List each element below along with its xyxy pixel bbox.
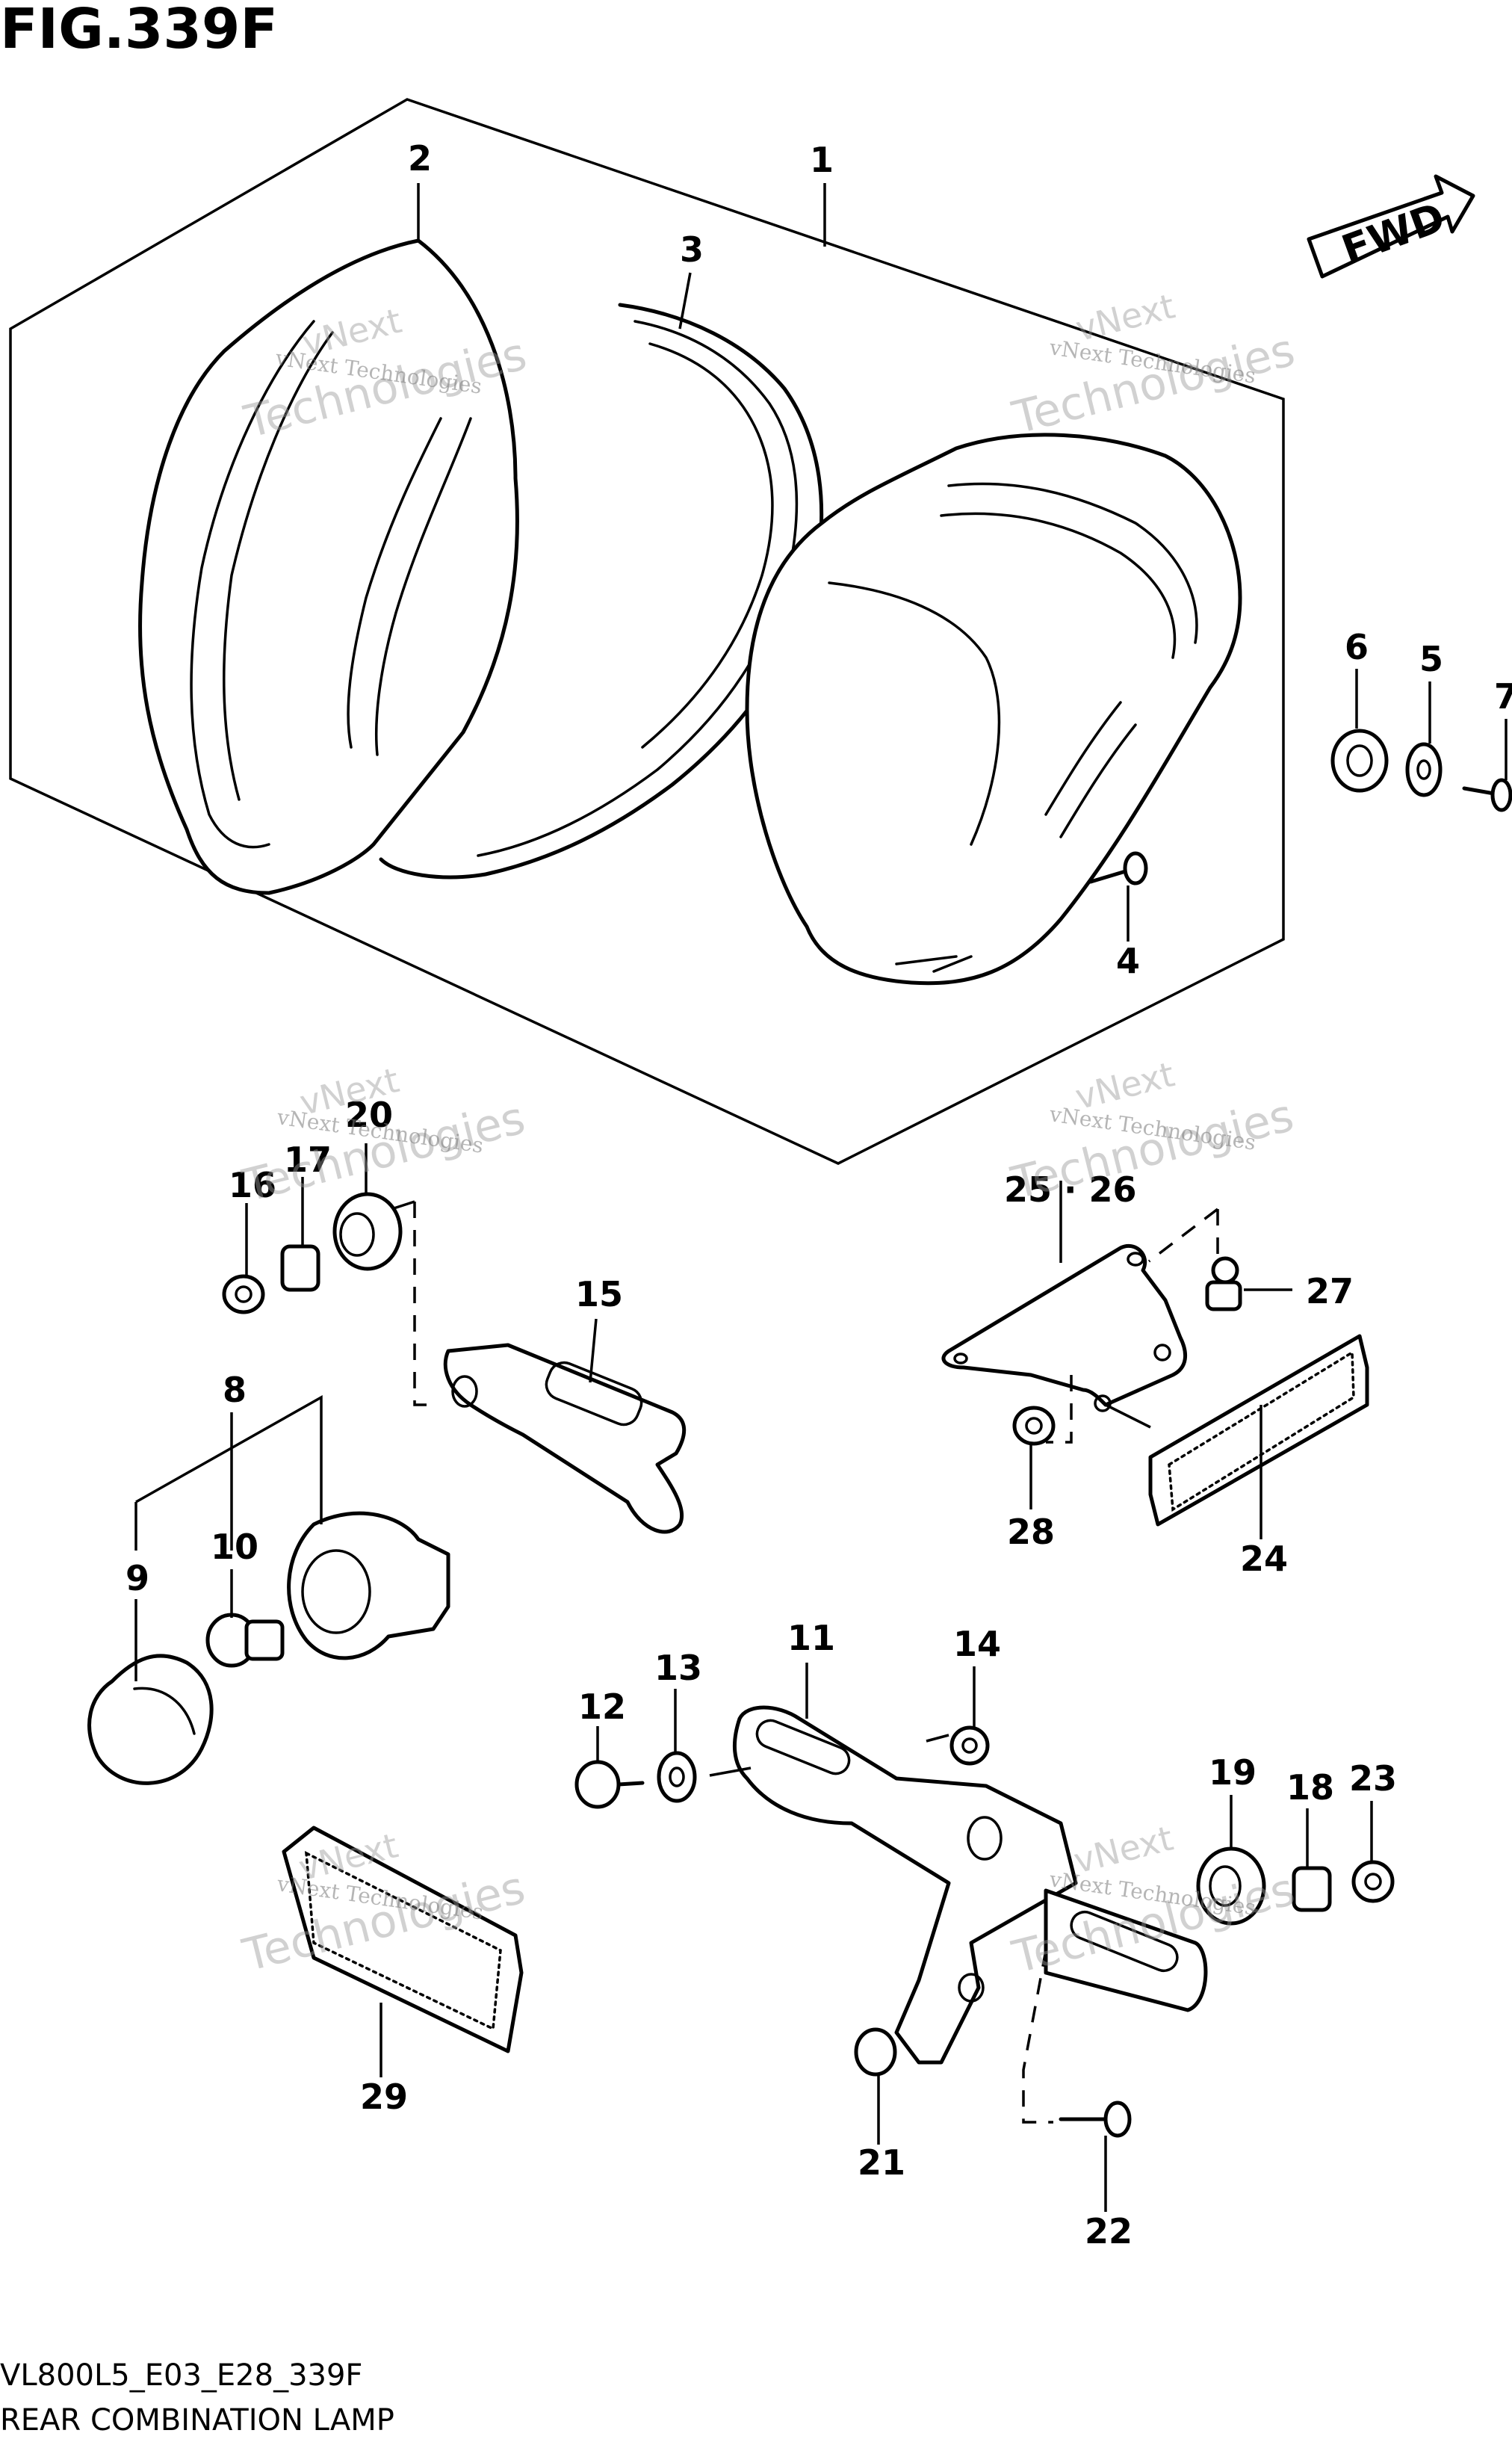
bracket-15-part — [443, 1343, 687, 1534]
socket-8-part — [287, 1511, 450, 1660]
callout-29: 29 — [360, 2077, 408, 2117]
lens-9-part — [87, 1654, 214, 1785]
callout-4: 4 — [1116, 941, 1140, 981]
reflector-29-part — [282, 1826, 524, 2053]
figure-code: VL800L5_E03_E28_339F — [0, 2358, 362, 2393]
callout-5: 5 — [1419, 639, 1443, 679]
grommet-6-part — [1330, 729, 1389, 793]
screw-4-part — [1088, 851, 1148, 885]
bracket-11-part — [732, 1705, 1208, 2065]
assembly-outline — [9, 98, 1285, 1165]
callout-1: 1 — [810, 140, 834, 180]
figure-title: FIG.339F — [0, 0, 278, 61]
grommet-20-part — [332, 1192, 403, 1271]
reflector-24-part — [1148, 1334, 1369, 1527]
housing-part — [745, 433, 1242, 986]
callout-13: 13 — [654, 1648, 702, 1688]
callout-labels: 1 2 3 4 6 5 7 20 17 16 15 8 10 9 25 · 26… — [126, 138, 1512, 2251]
lens-part — [138, 238, 519, 895]
collar-17-part — [280, 1244, 320, 1292]
bolt-22-part — [1059, 2101, 1132, 2138]
screw-7-part — [1462, 778, 1512, 812]
bracket-25-26-part — [941, 1243, 1188, 1412]
leader-20 — [413, 1202, 437, 1406]
bolt-12-part — [574, 1760, 645, 1809]
callout-9: 9 — [126, 1558, 149, 1598]
nut-16-part — [222, 1274, 265, 1314]
leader-28 — [1046, 1375, 1073, 1444]
figure-name: REAR COMBINATION LAMP — [0, 2403, 394, 2438]
bulb-10-part — [205, 1613, 285, 1668]
callout-7: 7 — [1494, 676, 1512, 717]
nut-28-part — [1012, 1406, 1056, 1446]
callout-19: 19 — [1209, 1752, 1257, 1793]
callout-6: 6 — [1345, 627, 1369, 667]
callout-18: 18 — [1286, 1767, 1334, 1808]
callout-27: 27 — [1306, 1271, 1354, 1311]
callout-24: 24 — [1240, 1539, 1288, 1579]
callout-14: 14 — [953, 1624, 1001, 1664]
callout-25-26: 25 · 26 — [1004, 1169, 1137, 1210]
callout-20: 20 — [345, 1095, 393, 1135]
leader-27 — [1147, 1208, 1219, 1270]
callout-15: 15 — [575, 1274, 623, 1314]
bolt-27-part — [1205, 1256, 1242, 1311]
callout-23: 23 — [1349, 1758, 1397, 1799]
callout-21: 21 — [858, 2142, 905, 2183]
callout-10: 10 — [211, 1527, 258, 1567]
collar-18-part — [1292, 1866, 1332, 1912]
callout-11: 11 — [787, 1618, 835, 1658]
collar-21-part — [854, 2027, 897, 2077]
callout-3: 3 — [680, 229, 704, 270]
nut-23-part — [1351, 1860, 1395, 1903]
callout-22: 22 — [1085, 2211, 1133, 2251]
svg-text:Technologies: Technologies — [1006, 1089, 1299, 1210]
washer-5-part — [1405, 742, 1443, 797]
fwd-arrow-icon: FWD — [1307, 174, 1475, 279]
callout-12: 12 — [578, 1687, 626, 1727]
callout-28: 28 — [1007, 1512, 1055, 1552]
bracket-8-lines — [134, 1395, 323, 1551]
svg-text:FWD: FWD — [1336, 194, 1451, 274]
washer-13-part — [657, 1751, 697, 1803]
callout-16: 16 — [229, 1165, 276, 1205]
nut-14-part — [949, 1725, 990, 1766]
callout-2: 2 — [408, 138, 432, 179]
leader-22 — [1022, 1950, 1053, 2124]
callout-17: 17 — [284, 1140, 332, 1180]
callout-8: 8 — [223, 1370, 247, 1410]
leader-lines — [134, 183, 1508, 2212]
